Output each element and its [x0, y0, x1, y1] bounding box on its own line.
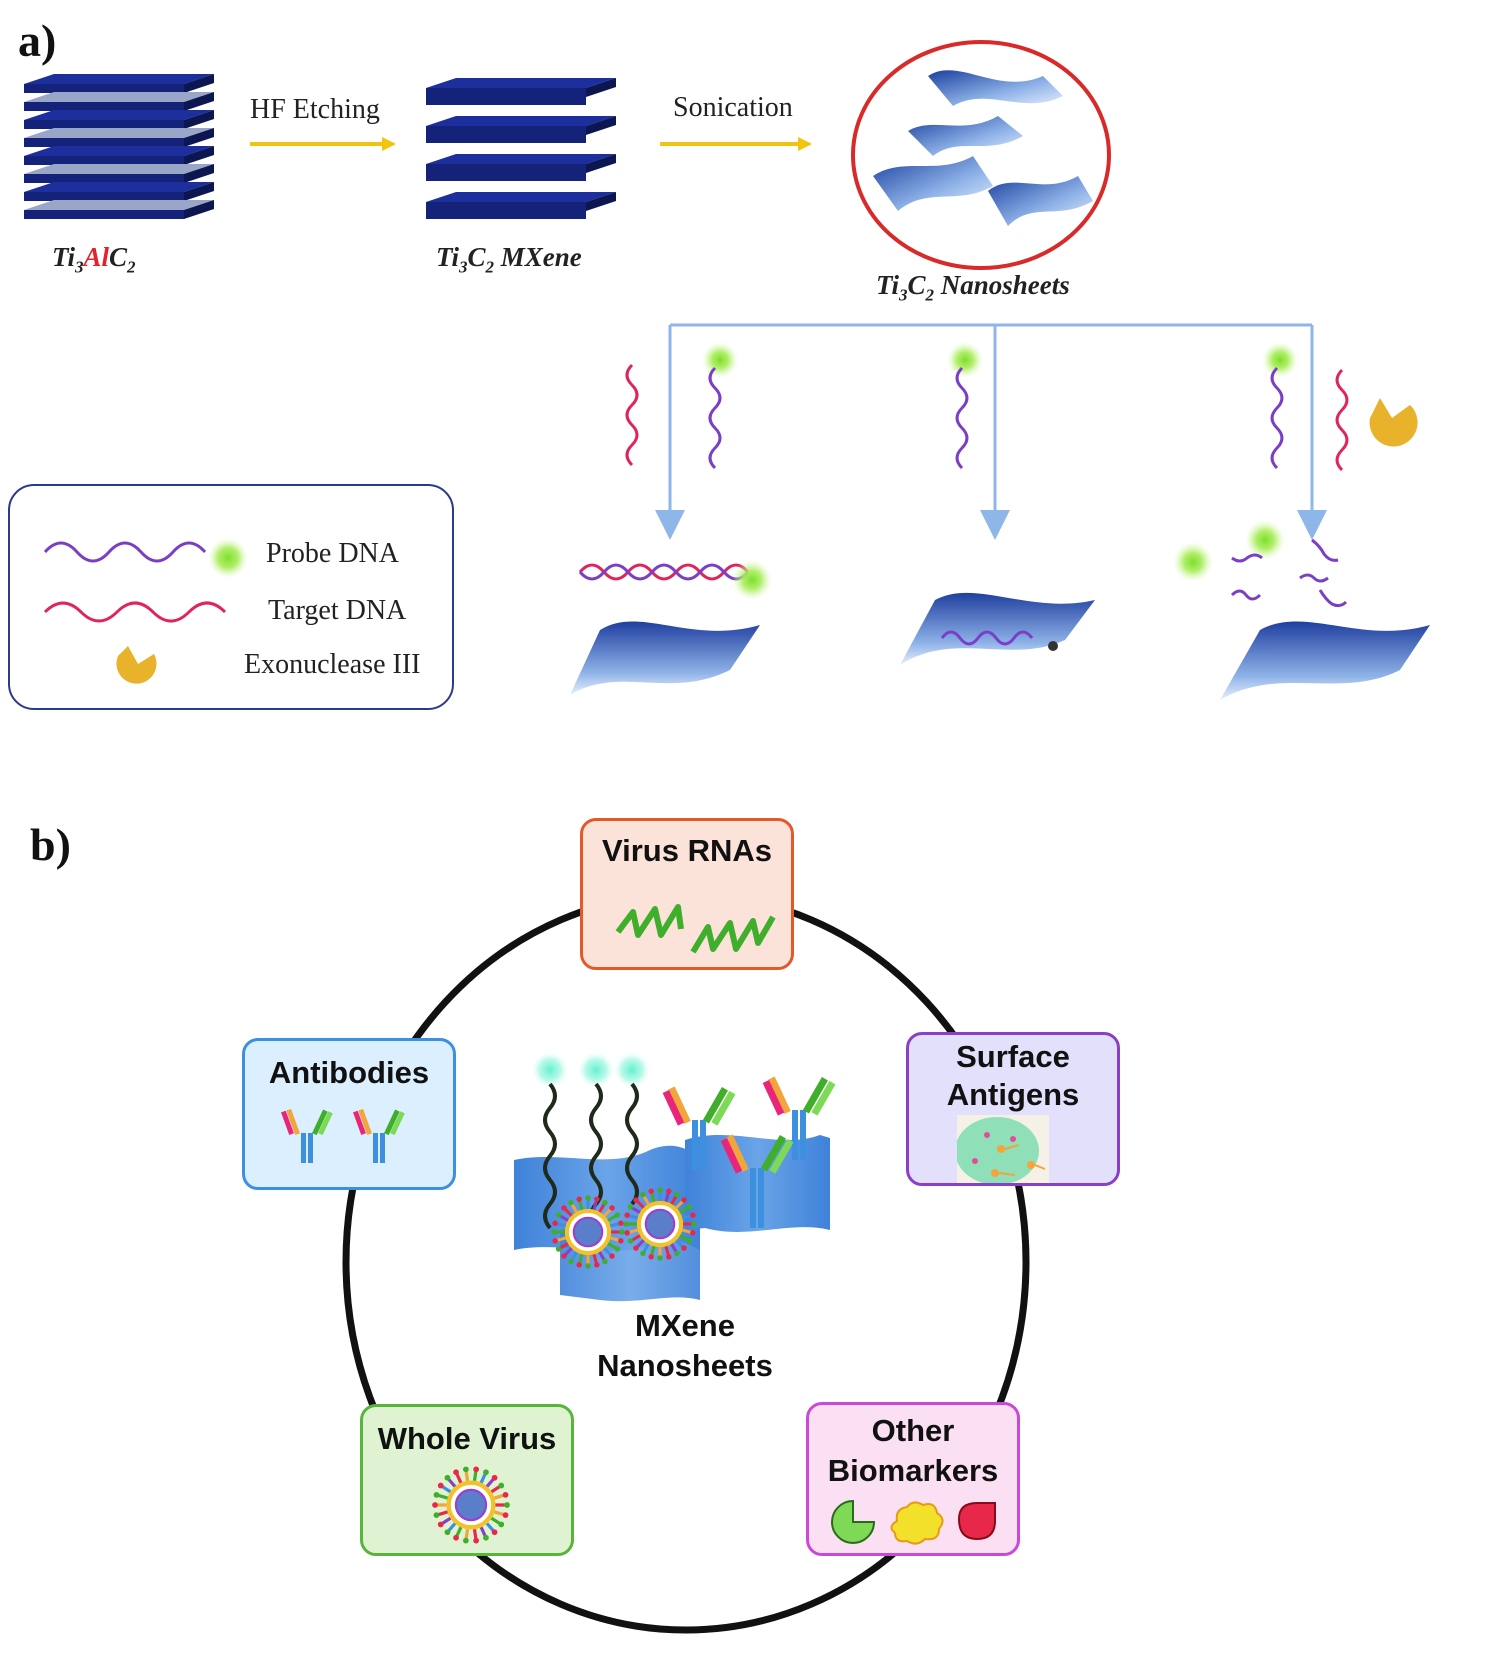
virus-particle: [551, 1195, 625, 1269]
duplex-probe-strand: [578, 563, 750, 581]
ti3c2-mxene-label: Ti3C2 MXene: [436, 242, 582, 277]
probe-dna-strand: [708, 366, 722, 470]
detection-schemes: [570, 323, 1430, 700]
other-biomarkers-title-line1: Other: [871, 1413, 955, 1448]
ti3alc2-layered-stack: [24, 74, 214, 219]
mxene-sheet: [900, 592, 1095, 665]
surface-antigens-box: Surface Antigens: [906, 1032, 1120, 1186]
ti3c2-mxene-stack: [426, 78, 616, 219]
fluorophore-glow: [1245, 520, 1285, 560]
antibodies-title: Antibodies: [268, 1055, 430, 1090]
panel-b-label: b): [30, 819, 71, 870]
quenched-fluorophore: [1048, 641, 1058, 651]
duplex-target-strand: [578, 563, 750, 581]
target-dna-strand: [625, 363, 639, 467]
target-dna-strand: [1335, 368, 1349, 472]
biomarker-icons: [831, 1499, 996, 1545]
fluorophore-glow: [947, 342, 983, 378]
antibody-cluster: [662, 1076, 836, 1228]
mxene-sensing-illustration: [514, 1052, 836, 1302]
virus-particle-icon: [432, 1466, 510, 1544]
surface-antigens-title-line2: Antigens: [946, 1077, 1080, 1112]
surface-antigens-title-line1: Surface: [956, 1039, 1070, 1074]
ti3c2-nanosheets-label: Ti3C2 Nanosheets: [876, 270, 1070, 305]
virus-rnas-title: Virus RNAs: [602, 833, 772, 868]
exonuclease-legend-icon: [116, 646, 157, 684]
probe-dna-legend-label: Probe DNA: [266, 538, 399, 569]
whole-virus-title: Whole Virus: [377, 1421, 557, 1456]
probe-glow: [532, 1052, 568, 1088]
mxene-nanosheets-label: MXene Nanosheets: [597, 1308, 773, 1383]
exonuclease-icon: [1369, 398, 1418, 447]
rna-strands-icon: [615, 904, 776, 954]
target-dna-legend-icon: [43, 601, 227, 623]
exonuclease-legend-label: Exonuclease III: [244, 649, 421, 680]
virus-particle: [623, 1187, 697, 1261]
virus-rnas-box: Virus RNAs: [580, 818, 794, 970]
branch-lines: [655, 323, 1327, 540]
probe-glow: [614, 1052, 650, 1088]
whole-virus-box: Whole Virus: [360, 1404, 574, 1556]
antibody-icons: [281, 1108, 405, 1163]
mxene-sheet: [1220, 621, 1430, 700]
antibodies-box: Antibodies: [242, 1038, 456, 1190]
nanosheets-circle: [851, 40, 1111, 270]
fluorophore-glow: [1262, 342, 1298, 378]
target-dna-legend-label: Target DNA: [268, 595, 407, 626]
hf-etching-arrow: [250, 137, 396, 151]
adsorbed-probe-strand: [940, 630, 1034, 646]
sonication-arrow: [660, 137, 812, 151]
legend-box: Probe DNA Target DNA Exonuclease III: [8, 484, 454, 710]
mxene-sheet: [570, 621, 760, 695]
mxene-sheet-right: [685, 1135, 830, 1232]
probe-dna-strand: [1270, 366, 1284, 470]
other-biomarkers-title-line2: Biomarkers: [827, 1453, 999, 1488]
probe-dna-strand: [955, 366, 969, 470]
dna-fragments: [1230, 538, 1348, 608]
fluorophore-glow: [732, 560, 772, 600]
other-biomarkers-box: Other Biomarkers: [806, 1402, 1020, 1556]
fluorophore-glow: [1173, 542, 1213, 582]
probe-dna-legend-icon: [43, 538, 248, 578]
panel-a-label: a): [18, 15, 57, 66]
ti3alc2-label: Ti3AlC2: [52, 242, 136, 277]
fluorophore-glow: [702, 342, 738, 378]
hf-etching-label: HF Etching: [250, 94, 380, 125]
sonication-label: Sonication: [673, 92, 793, 123]
surface-antigen-icon: [957, 1115, 1049, 1183]
probe-glow: [578, 1052, 614, 1088]
